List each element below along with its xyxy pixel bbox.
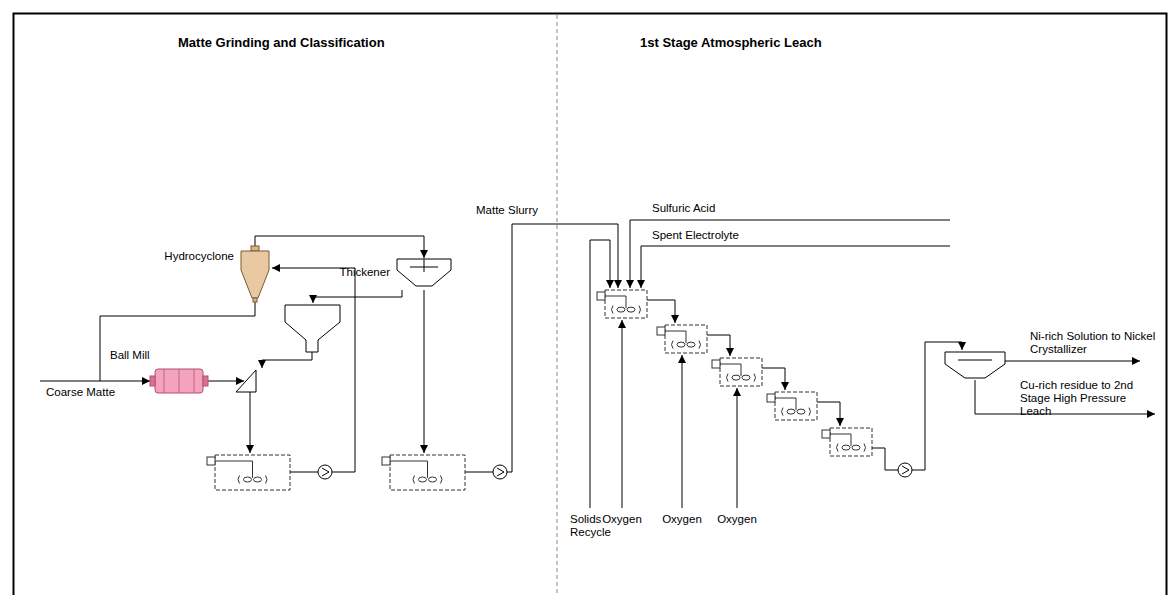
ball-mill: Ball Mill — [150, 368, 208, 394]
stream-label: Sulfuric Acid — [652, 202, 715, 215]
hydrocyclone-icon — [240, 246, 270, 302]
label-box: Matte Slurry — [476, 204, 538, 217]
pipe-line — [622, 320, 623, 508]
label-box: Spent Electrolyte — [652, 229, 739, 242]
stream-label: Matte Slurry — [476, 204, 538, 217]
stream-label: Oxygen — [602, 513, 642, 526]
agitated-tank — [207, 455, 290, 490]
agitated-tank — [597, 290, 647, 318]
pipe-line — [682, 355, 683, 508]
pipe-line — [208, 381, 244, 382]
pipe-line — [647, 300, 675, 323]
stream-label: Oxygen — [717, 513, 757, 526]
pipe-line — [262, 352, 312, 368]
stream-label: Ni-rich Solution to Nickel Crystallizer — [1030, 330, 1160, 356]
pipe-line — [641, 246, 950, 288]
stream-label: Spent Electrolyte — [652, 229, 739, 242]
equipment-label: Thickener — [340, 266, 391, 279]
pipe-line — [272, 268, 355, 472]
pipe-line — [313, 290, 402, 303]
label-box: 1st Stage Atmospheric Leach — [640, 36, 822, 49]
pipe-line — [1005, 361, 1140, 362]
pump — [898, 463, 912, 477]
label-box: Cu-rich residue to 2nd Stage High Pressu… — [1020, 379, 1160, 418]
stream-label: Oxygen — [662, 513, 702, 526]
label-box: Ni-rich Solution to Nickel Crystallizer — [1030, 330, 1160, 356]
pipe-line — [817, 402, 840, 426]
label-box: Coarse Matte — [46, 386, 115, 399]
pipe-line — [424, 290, 425, 453]
agitated-tank — [382, 455, 465, 490]
stream-label: Solids Recycle — [570, 513, 616, 539]
hydrocyclone: Hydrocyclone — [240, 246, 270, 302]
thickener — [945, 352, 1005, 378]
agitated-tank — [712, 358, 762, 386]
stream-label: Cu-rich residue to 2nd Stage High Pressu… — [1020, 379, 1160, 418]
equipment-label-box: Thickener — [340, 266, 391, 279]
stream-label: Coarse Matte — [46, 386, 115, 399]
pump — [318, 465, 332, 479]
label-box: Matte Grinding and Classification — [178, 36, 385, 49]
pipe-line — [250, 392, 251, 453]
label-box: Sulfuric Acid — [652, 202, 715, 215]
flow-connector — [255, 236, 424, 258]
section-heading: 1st Stage Atmospheric Leach — [640, 36, 822, 49]
pipe-line — [872, 448, 898, 470]
pipe-line — [40, 381, 100, 382]
pipe-line — [762, 368, 785, 390]
pump — [493, 465, 507, 479]
hopper — [285, 305, 340, 352]
pipe-line — [590, 240, 610, 508]
equipment-label-box: Hydrocyclone — [164, 250, 234, 263]
pipe-line — [630, 220, 950, 288]
label-box: Oxygen — [662, 513, 702, 526]
equipment-label: Ball Mill — [110, 349, 150, 362]
pipe-line — [465, 472, 493, 473]
equipment-label: Hydrocyclone — [164, 250, 234, 263]
pipe-line — [290, 472, 318, 473]
thickener: Thickener — [396, 258, 452, 288]
thickener-icon — [396, 258, 452, 288]
frame — [14, 14, 1167, 595]
ball-mill-icon — [150, 368, 208, 394]
screen — [236, 370, 256, 392]
label-box: Oxygen — [602, 513, 642, 526]
agitated-tank — [657, 325, 707, 353]
pipe-line — [507, 224, 618, 472]
equipment-label-box: Ball Mill — [110, 349, 150, 362]
label-box: Solids Recycle — [570, 513, 616, 539]
pipe-line — [737, 388, 738, 508]
agitated-tank — [822, 428, 872, 456]
agitated-tank — [767, 392, 817, 420]
section-heading: Matte Grinding and Classification — [178, 36, 385, 49]
label-box: Oxygen — [717, 513, 757, 526]
pipe-line — [707, 335, 730, 356]
section-divider — [557, 15, 558, 595]
